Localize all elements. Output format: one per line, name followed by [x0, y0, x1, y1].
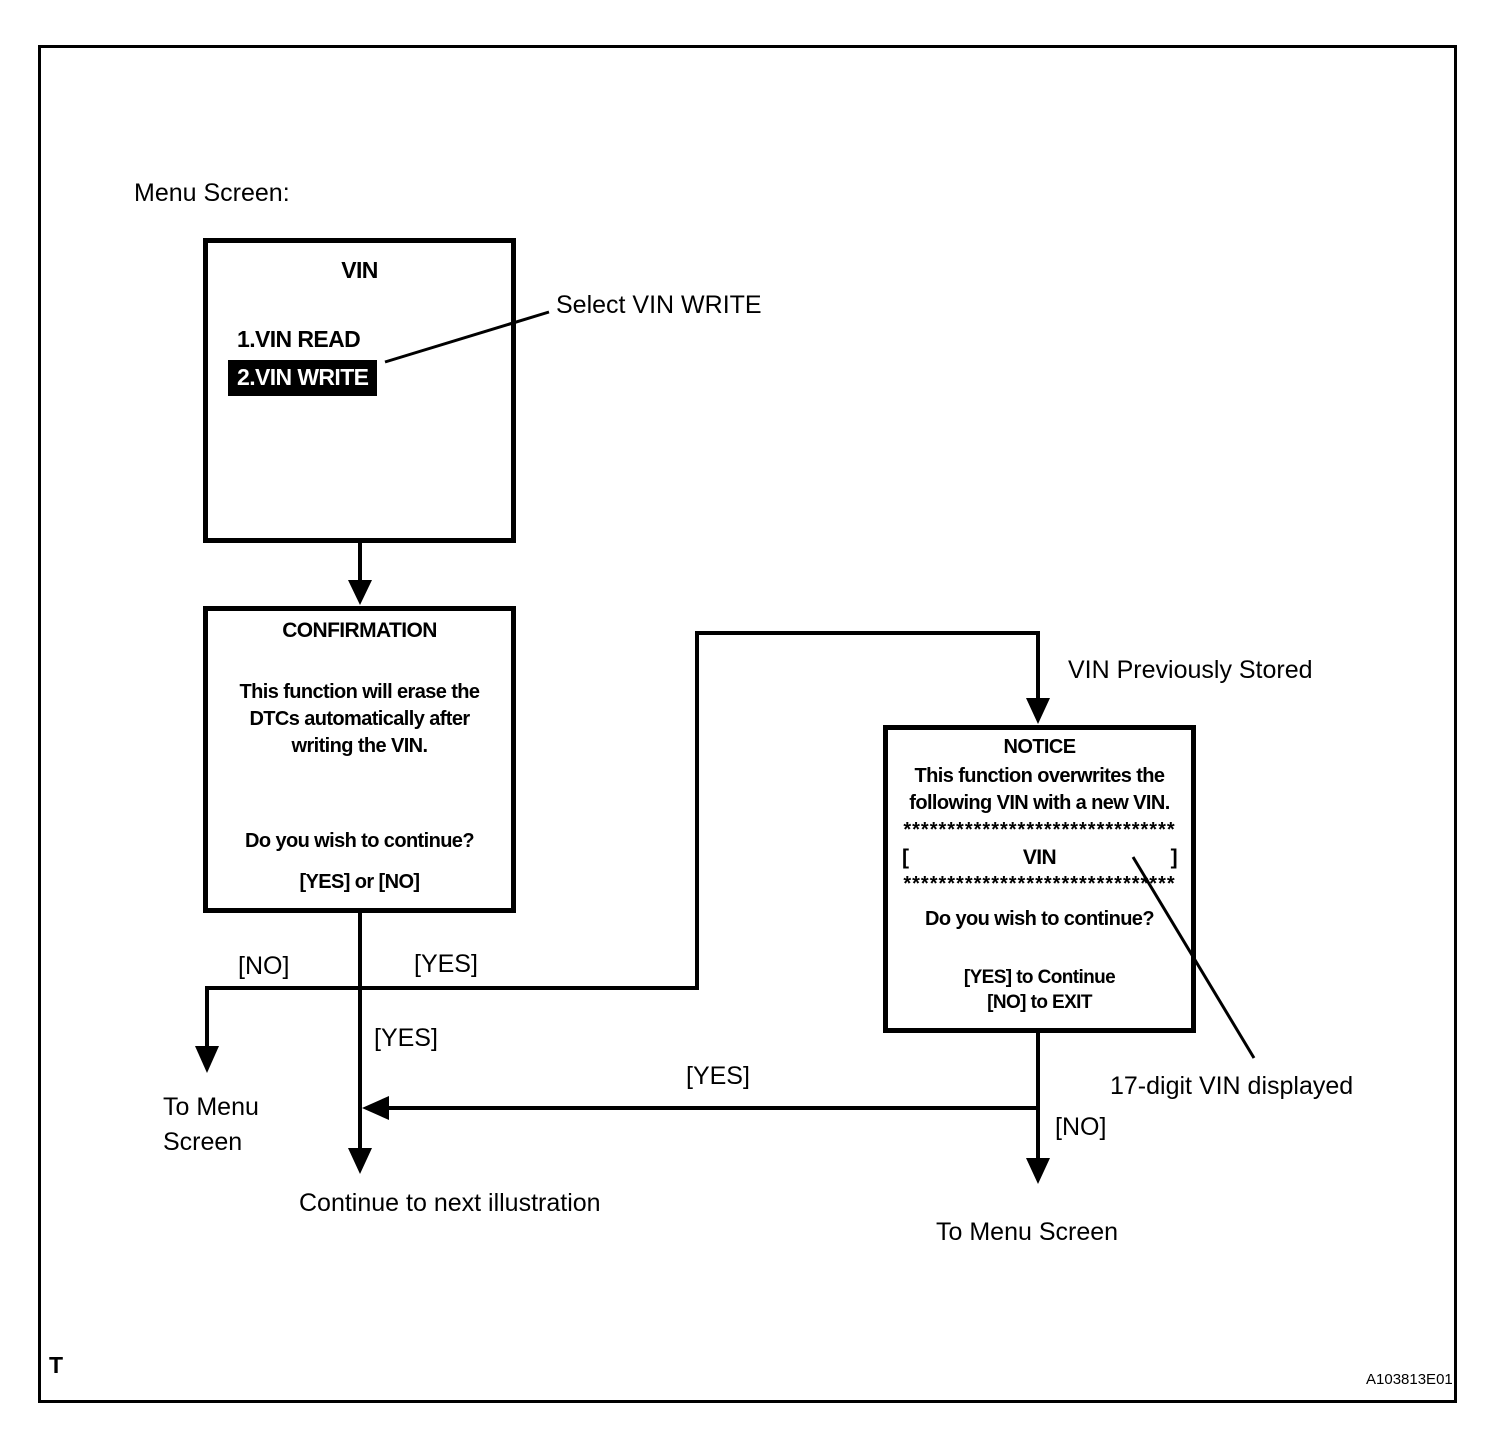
confirmation-body-line: DTCs automatically after	[249, 708, 470, 730]
notice-title: NOTICE	[1003, 736, 1077, 758]
page-mark: T	[49, 1352, 64, 1378]
edge-label-notice-yes-return: [YES]	[686, 1062, 750, 1090]
notice-body-line: This function overwrites the	[914, 765, 1166, 787]
notice-option-yes: [YES] to Continue	[963, 967, 1116, 988]
confirmation-body: This function will erase the DTCs automa…	[208, 679, 511, 760]
edge-label-notice-no: [NO]	[1055, 1113, 1107, 1141]
vin-previously-stored-annotation: VIN Previously Stored	[1068, 656, 1313, 684]
notice-screen-box: NOTICE This function overwrites the foll…	[883, 725, 1196, 1033]
confirmation-question: Do you wish to continue?	[245, 830, 475, 852]
confirmation-title: CONFIRMATION	[282, 619, 437, 642]
vin-open-bracket: [	[902, 846, 909, 869]
terminal-continue-next-illustration: Continue to next illustration	[299, 1189, 601, 1217]
notice-question: Do you wish to continue?	[925, 908, 1155, 930]
diagram-border	[38, 45, 1457, 1403]
vin-close-bracket: ]	[1170, 846, 1178, 869]
seventeen-digit-vin-annotation: 17-digit VIN displayed	[1110, 1072, 1354, 1100]
terminal-to-menu-screen-left: To Menu Screen	[163, 1093, 259, 1156]
edge-label-confirmation-yes-down: [YES]	[374, 1024, 438, 1052]
notice-body: This function overwrites the following V…	[888, 763, 1191, 817]
confirmation-screen-box: CONFIRMATION This function will erase th…	[203, 606, 516, 913]
asterisk-separator-top: *******************************	[903, 819, 1176, 841]
figure-code: A103813E01	[1366, 1371, 1453, 1388]
select-vin-write-annotation: Select VIN WRITE	[556, 291, 762, 319]
vin-field-label: VIN	[1022, 846, 1057, 869]
edge-label-confirmation-yes-branch: [YES]	[414, 950, 478, 978]
vin-value-field: [ VIN ]	[888, 845, 1191, 871]
menu-screen-label: Menu Screen:	[134, 179, 290, 207]
menu-item-vin-read: 1.VIN READ	[237, 326, 361, 352]
confirmation-options: [YES] or [NO]	[299, 871, 421, 893]
confirmation-body-line: This function will erase the	[239, 681, 481, 703]
confirmation-body-line: writing the VIN.	[291, 735, 429, 757]
menu-item-vin-write-highlighted: 2.VIN WRITE	[228, 360, 378, 396]
notice-option-no: [NO] to EXIT	[987, 992, 1092, 1013]
notice-body-line: following VIN with a new VIN.	[909, 792, 1170, 814]
vin-menu-items: 1.VIN READ 2.VIN WRITE	[208, 326, 511, 396]
vin-screen-title: VIN	[341, 257, 378, 283]
edge-label-confirmation-no: [NO]	[238, 952, 290, 980]
asterisk-separator-bottom: *******************************	[903, 873, 1176, 895]
vin-menu-screen-box: VIN 1.VIN READ 2.VIN WRITE	[203, 238, 516, 543]
terminal-to-menu-screen-right: To Menu Screen	[936, 1218, 1119, 1246]
